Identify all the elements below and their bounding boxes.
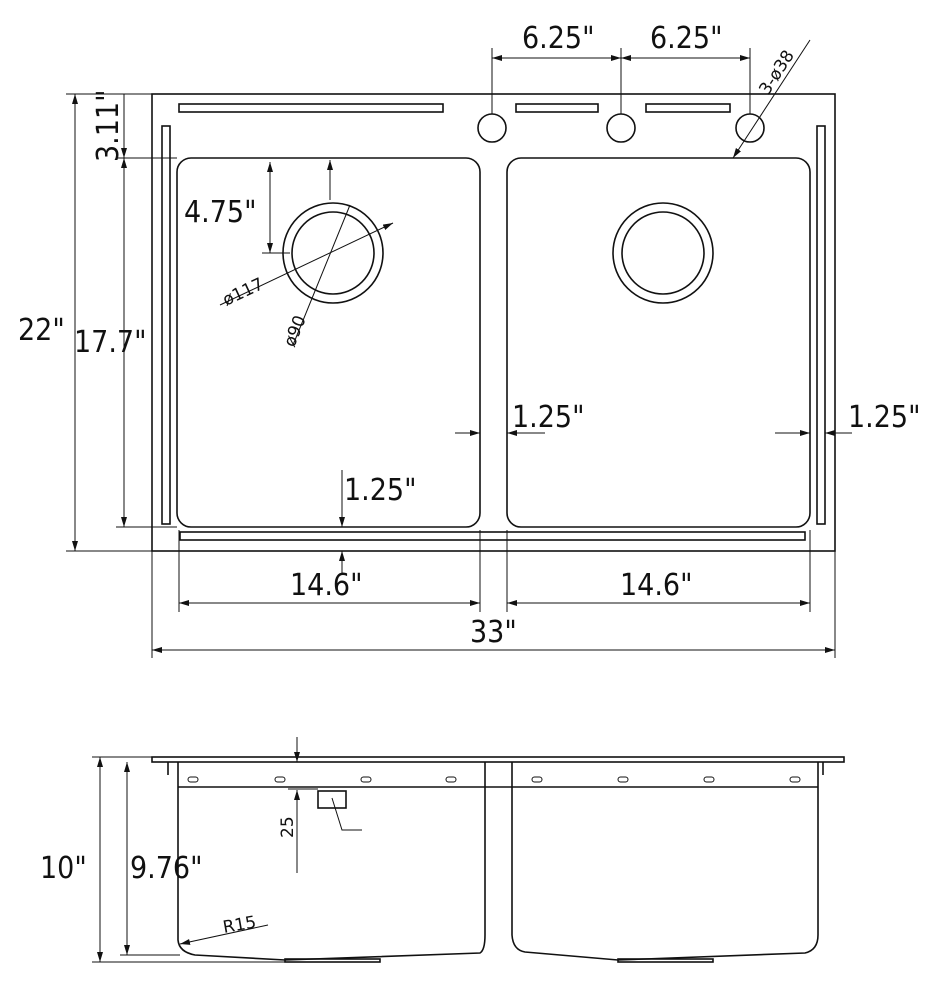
back-deck-label: 3.11" bbox=[91, 90, 126, 162]
hole-spacing-label: 6.25" bbox=[522, 21, 594, 56]
faucet-hole bbox=[735, 113, 765, 143]
right-bowl-profile bbox=[511, 762, 819, 961]
top-slot bbox=[178, 103, 444, 113]
right-bowl-width-label: 14.6" bbox=[620, 568, 692, 603]
faucet-hole bbox=[606, 113, 636, 143]
top-slot bbox=[515, 103, 599, 113]
drain-outer bbox=[282, 202, 384, 304]
drain-outer-dia-label: ø117 bbox=[220, 274, 267, 310]
front-rim-label: 1.25" bbox=[344, 473, 416, 508]
front-slot bbox=[179, 531, 806, 541]
divider-width-label: 1.25" bbox=[512, 400, 584, 435]
overall-width-label: 33" bbox=[470, 615, 517, 650]
side-rim-label: 1.25" bbox=[848, 400, 920, 435]
corner-radius-label: R15 bbox=[221, 912, 257, 938]
left-bowl bbox=[176, 157, 481, 528]
drain-offset-label: 4.75" bbox=[184, 195, 256, 230]
drain-inner bbox=[291, 211, 375, 295]
left-bowl-width-label: 14.6" bbox=[290, 568, 362, 603]
bowl-depth-label: 17.7" bbox=[74, 325, 146, 360]
top-view: 6.25" 6.25" 3-ø38 22" 17.7" 3.11" 4.75" … bbox=[18, 21, 920, 658]
bowl-height-label: 9.76" bbox=[130, 851, 202, 886]
faucet-hole-label: 3-ø38 bbox=[755, 47, 798, 99]
overall-depth-label: 22" bbox=[18, 313, 65, 348]
drain-inner bbox=[621, 211, 705, 295]
side-slot bbox=[816, 125, 826, 525]
top-slot bbox=[645, 103, 731, 113]
flange-offset-label: 25 bbox=[278, 816, 298, 838]
side-slot bbox=[161, 125, 171, 525]
overflow-bracket bbox=[317, 790, 347, 809]
side-view: 25 10" 9.76" R15 bbox=[40, 737, 845, 963]
faucet-hole bbox=[477, 113, 507, 143]
sink-outline bbox=[151, 93, 836, 552]
right-bowl bbox=[506, 157, 811, 528]
overall-height-label: 10" bbox=[40, 851, 87, 886]
top-plate bbox=[151, 756, 845, 763]
drain-outer bbox=[612, 202, 714, 304]
mounting-slots bbox=[187, 776, 801, 783]
drain-inner-dia-label: ø90 bbox=[280, 313, 311, 350]
hole-spacing-label: 6.25" bbox=[650, 21, 722, 56]
